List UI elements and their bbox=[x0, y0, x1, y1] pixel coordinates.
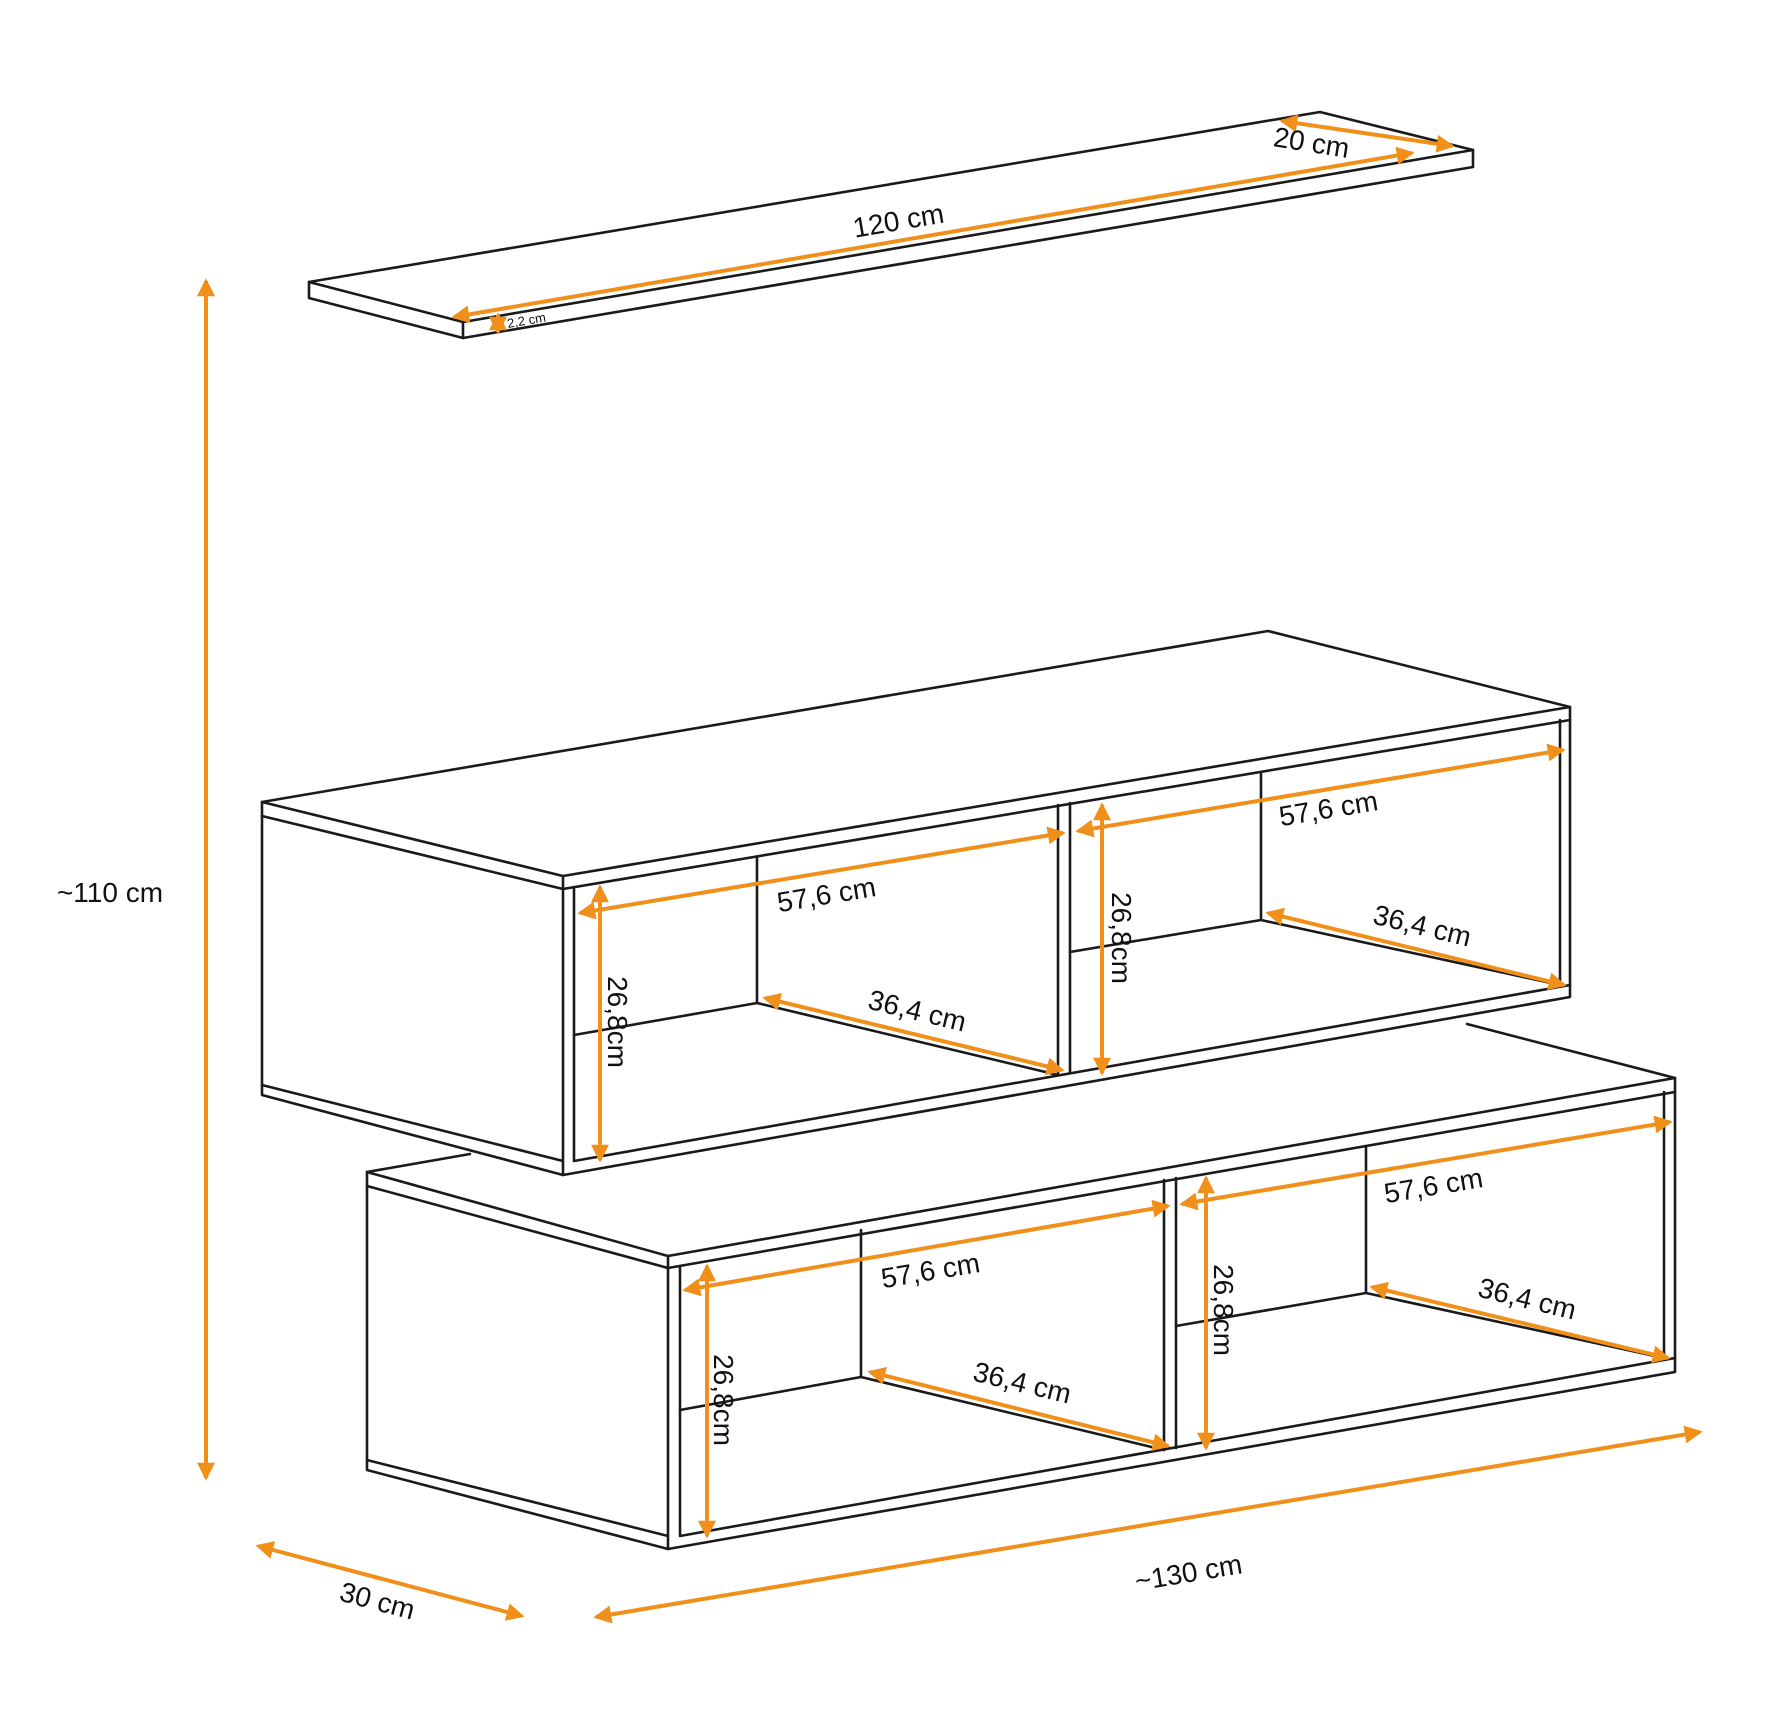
upper-right-width-label: 57,6 cm bbox=[1277, 785, 1380, 832]
lower-right-height-label: 26,8cm bbox=[1208, 1264, 1239, 1356]
upper-left-depth-label: 36,4 cm bbox=[865, 984, 969, 1038]
lower-left-depth-arrow bbox=[867, 1366, 1171, 1452]
upper-cabinet-edges bbox=[260, 705, 1572, 1177]
lower-right-width-arrow bbox=[1179, 1115, 1673, 1211]
shelf-length-arrow bbox=[451, 146, 1415, 324]
dimension-arrows bbox=[197, 114, 1703, 1624]
shelf-outline bbox=[307, 110, 1475, 340]
lower-cabinet-top-visible bbox=[365, 1022, 1677, 1174]
upper-right-height-label: 26,8cm bbox=[1106, 892, 1137, 984]
overall-height-label: ~110 cm bbox=[57, 877, 163, 908]
upper-right-depth-arrow bbox=[1265, 907, 1567, 991]
upper-cabinet bbox=[260, 629, 1572, 1177]
upper-left-depth-arrow bbox=[762, 992, 1065, 1076]
overall-width-arrow bbox=[593, 1425, 1703, 1624]
overall-width-label: ~130 cm bbox=[1133, 1548, 1245, 1596]
lower-left-width-arrow bbox=[682, 1199, 1171, 1297]
overall-depth-arrow bbox=[255, 1541, 525, 1621]
lower-left-height-label: 26,8cm bbox=[708, 1354, 739, 1446]
upper-right-depth-label: 36,4 cm bbox=[1370, 899, 1474, 953]
upper-cabinet-outline bbox=[260, 629, 1572, 1177]
upper-right-width-arrow bbox=[1075, 743, 1566, 838]
lower-right-depth-arrow bbox=[1369, 1281, 1671, 1364]
shelf-depth-arrow bbox=[1279, 114, 1455, 153]
shelf-thickness-label: 2,2 cm bbox=[506, 310, 547, 331]
upper-left-height-label: 26,8cm bbox=[602, 976, 633, 1068]
upper-left-width-arrow bbox=[577, 826, 1066, 920]
